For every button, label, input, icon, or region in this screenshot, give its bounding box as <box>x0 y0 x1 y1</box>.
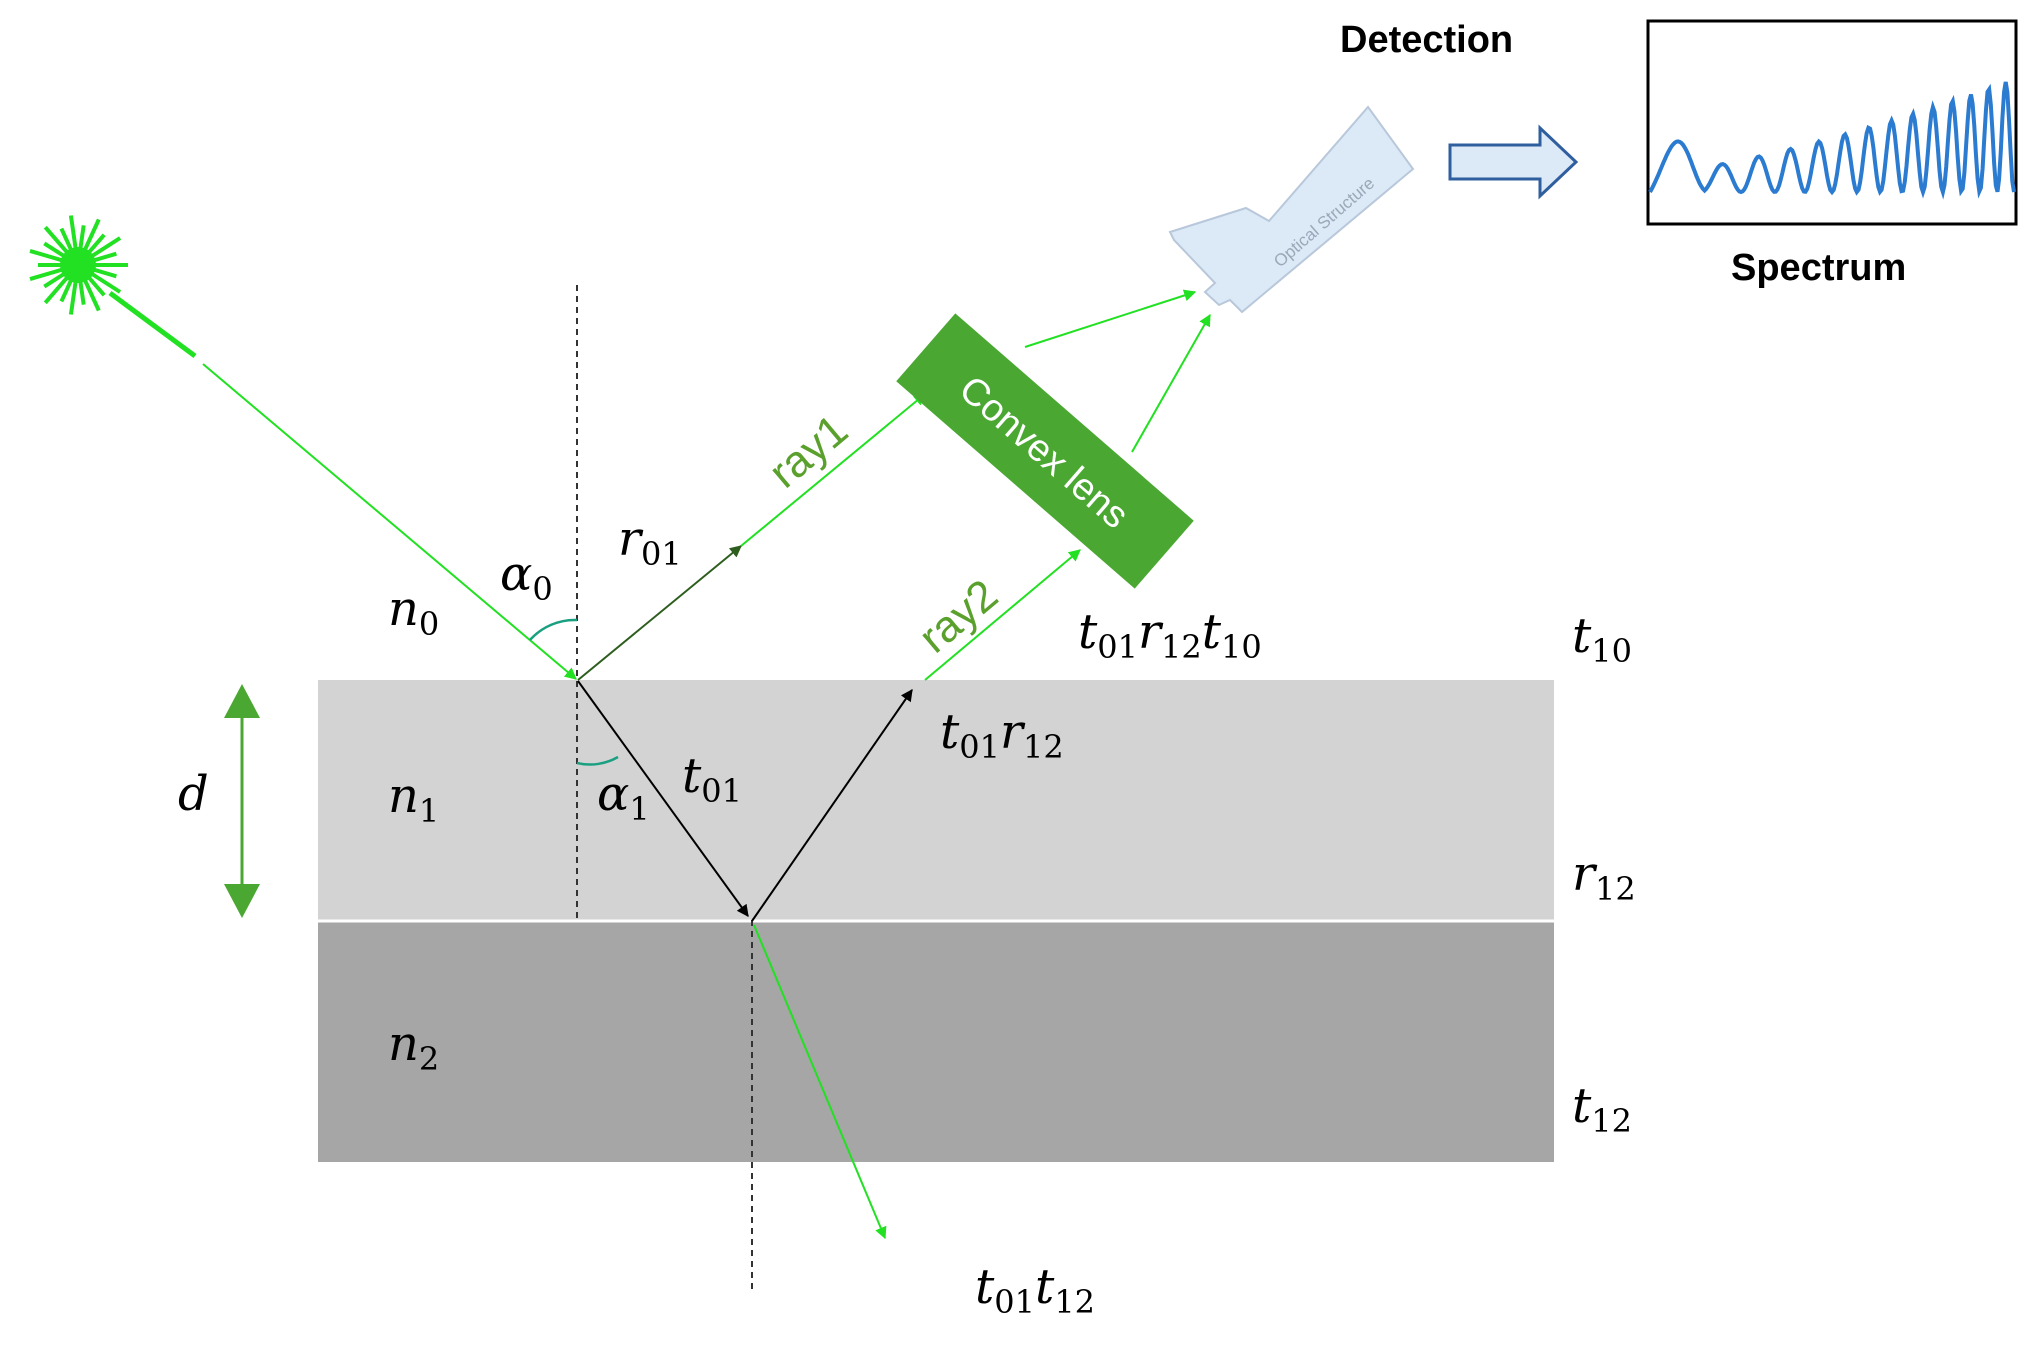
detector-icon: Optical Structure <box>1168 105 1415 314</box>
label-d: d <box>178 766 209 822</box>
spectrum-label: Spectrum <box>1731 247 1906 289</box>
label-n0: n0 <box>388 581 439 643</box>
label-t10: t10 <box>1572 608 1632 670</box>
label-n2: n2 <box>388 1016 439 1078</box>
lens-output-ray2 <box>1131 313 1211 453</box>
transmitted-ray-t12 <box>753 924 887 1240</box>
reflected-ray-r01 <box>577 545 742 681</box>
internal-reflected-ray <box>751 689 913 922</box>
transmitted-ray-t01 <box>577 680 749 917</box>
film-layer-n1 <box>318 680 1554 920</box>
substrate-layer-n2 <box>318 922 1554 1162</box>
laser-source-icon <box>29 215 128 315</box>
angle-arc-alpha1 <box>576 755 619 766</box>
incident-ray <box>202 363 577 680</box>
ray2-label: ray2 <box>910 570 1007 663</box>
label-t01: t01 <box>682 748 742 810</box>
lens-output-ray1 <box>1024 289 1197 348</box>
ray1-label: ray1 <box>760 405 857 498</box>
label-t01r12: t01r12 <box>940 704 1064 766</box>
ray1-line <box>740 393 926 547</box>
label-alpha0: α0 <box>500 546 553 608</box>
detection-label: Detection <box>1340 19 1513 61</box>
ray2-line <box>924 549 1081 681</box>
thickness-arrow <box>224 684 260 918</box>
label-n1: n1 <box>388 768 439 830</box>
laser-beam-tail <box>108 290 197 359</box>
convex-lens: Convex lens <box>896 313 1194 589</box>
label-r01: r01 <box>618 511 682 573</box>
label-t12: t12 <box>1572 1078 1632 1140</box>
spectrum-curve <box>1648 81 2016 200</box>
label-alpha1: α1 <box>597 766 650 828</box>
label-t01r12t10: t01r12t10 <box>1078 604 1262 666</box>
label-t01t12: t01t12 <box>975 1259 1095 1321</box>
angle-arc-alpha0 <box>529 618 578 641</box>
label-r12: r12 <box>1572 846 1636 908</box>
detection-arrow-icon <box>1448 124 1579 200</box>
